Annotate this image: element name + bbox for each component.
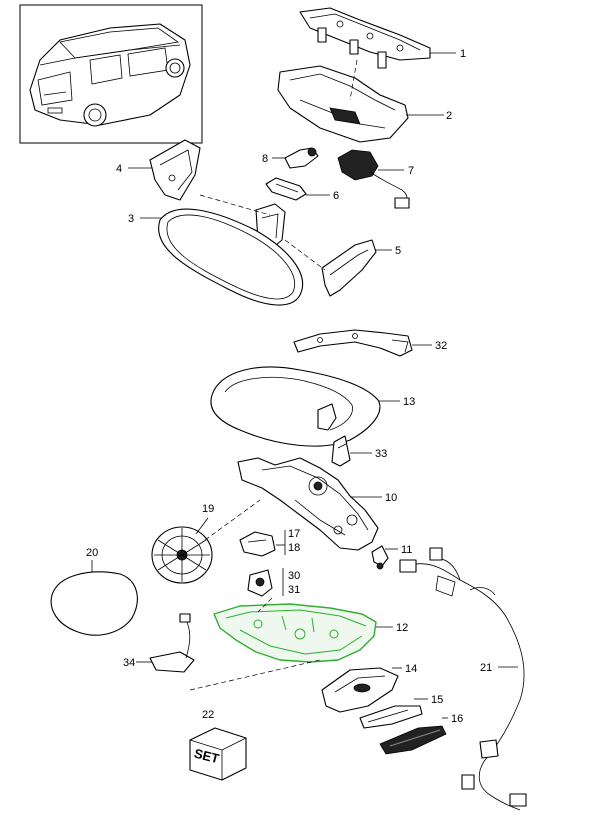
callout-22: 22	[202, 709, 214, 721]
callout-32: 32	[435, 340, 447, 352]
callout-10: 10	[385, 492, 397, 504]
part-16-lens	[379, 725, 447, 755]
part-15-light-strip	[359, 705, 423, 729]
part-12-lower-housing-highlighted	[213, 603, 377, 663]
callout-17: 17	[288, 528, 300, 540]
part-30-31-actuator	[247, 569, 273, 597]
part-8-sensor	[284, 147, 319, 169]
part-33-lamp	[331, 435, 351, 467]
callout-12: 12	[396, 622, 408, 634]
set-label: SET	[193, 746, 221, 767]
callout-15: 15	[431, 694, 443, 706]
part-13-mirror-housing	[210, 366, 381, 447]
part-20-mirror-glass	[50, 571, 138, 636]
callout-3: 3	[128, 213, 134, 225]
part-6-clip	[265, 177, 307, 201]
callout-1: 1	[460, 48, 466, 60]
part-34-switch	[149, 613, 195, 673]
part-3-mirror-frame	[158, 208, 304, 306]
callout-4: 4	[116, 163, 122, 175]
callout-11: 11	[401, 544, 412, 556]
callout-8: 8	[262, 153, 268, 165]
part-17-18-holder	[239, 531, 276, 557]
part-7-wire-connector	[337, 149, 410, 209]
callout-20: 20	[86, 547, 98, 559]
part-4-bracket	[149, 139, 201, 201]
callout-30: 30	[288, 570, 300, 582]
part-10-main-frame	[237, 457, 379, 551]
callout-33: 33	[375, 448, 387, 460]
callout-19: 19	[202, 503, 214, 515]
callout-2: 2	[446, 110, 452, 122]
callout-16: 16	[451, 713, 463, 725]
callout-7: 7	[408, 165, 414, 177]
callout-18: 18	[288, 542, 300, 554]
part-11-bulb	[371, 545, 389, 570]
part-14-lamp-housing	[321, 667, 399, 713]
callout-31: 31	[288, 584, 300, 596]
callout-5: 5	[395, 245, 401, 257]
part-2-cover	[277, 65, 409, 143]
part-22-set-box: SET	[189, 727, 247, 781]
callout-21: 21	[480, 662, 492, 674]
part-32-seal-strip	[293, 329, 413, 357]
callout-14: 14	[405, 663, 417, 675]
part-19-adjust-motor	[151, 526, 213, 584]
part-5-trim-cover	[321, 239, 377, 297]
part-1-mounting-base	[299, 7, 431, 69]
part-21-wiring-harness	[399, 547, 527, 811]
vehicle-thumbnail	[19, 4, 203, 144]
callout-34: 34	[123, 657, 135, 669]
callout-6: 6	[333, 190, 339, 202]
callout-13: 13	[403, 396, 415, 408]
